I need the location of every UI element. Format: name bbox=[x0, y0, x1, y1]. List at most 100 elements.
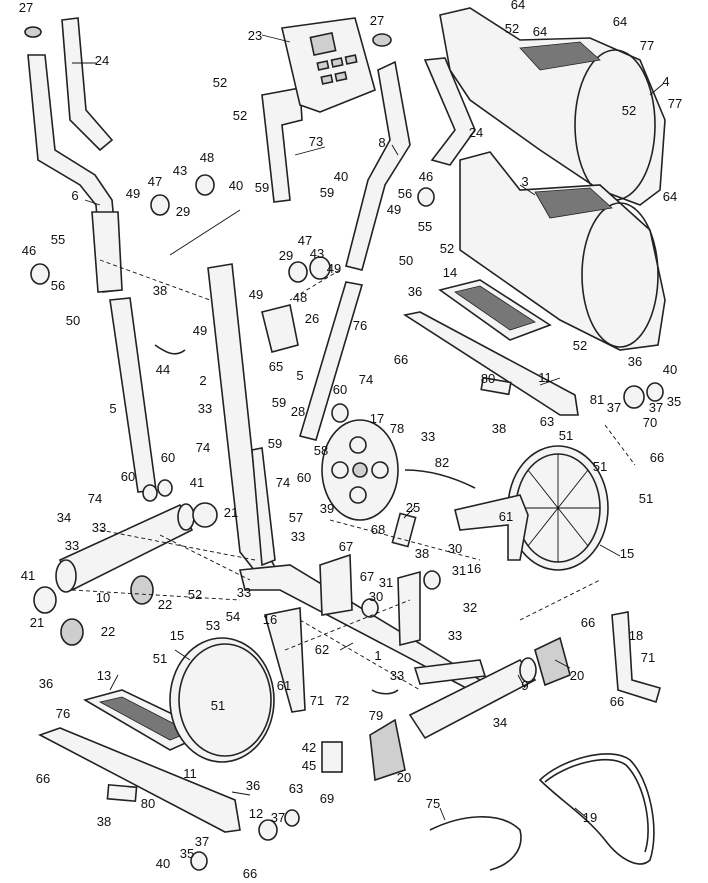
callout-51-2: 51 bbox=[211, 698, 225, 713]
callout-33-8: 33 bbox=[390, 668, 404, 683]
callout-60-1: 60 bbox=[333, 382, 347, 397]
callout-79: 79 bbox=[369, 708, 383, 723]
callout-66-3: 66 bbox=[581, 615, 595, 630]
callout-66-6: 66 bbox=[243, 866, 257, 881]
callout-11-1: 11 bbox=[538, 370, 552, 385]
callout-15-1: 15 bbox=[170, 628, 184, 643]
main-frame bbox=[238, 553, 487, 691]
callout-80-2: 80 bbox=[141, 796, 155, 811]
callout-5-1: 5 bbox=[109, 401, 116, 416]
callout-75: 75 bbox=[426, 796, 440, 811]
wire-82 bbox=[404, 469, 476, 489]
callout-65: 65 bbox=[269, 359, 283, 374]
callout-74-4: 74 bbox=[88, 491, 102, 506]
front-stabilizer bbox=[58, 503, 194, 592]
callout-57: 57 bbox=[289, 510, 303, 525]
callout-4: 4 bbox=[662, 74, 669, 89]
callout-69: 69 bbox=[320, 791, 334, 806]
callout-leaders bbox=[72, 34, 664, 821]
callout-52-5: 52 bbox=[440, 241, 454, 256]
idler-bracket-lower bbox=[263, 607, 306, 713]
callout-29-1: 29 bbox=[176, 204, 190, 219]
end-cap-left bbox=[24, 26, 42, 38]
callout-60-4: 60 bbox=[297, 470, 311, 485]
callout-14: 14 bbox=[443, 265, 457, 280]
callout-27-2: 27 bbox=[370, 13, 384, 28]
callout-54: 54 bbox=[226, 609, 240, 624]
pedal-arm-right bbox=[402, 311, 579, 416]
callout-37-4: 37 bbox=[195, 834, 209, 849]
side-shield-inner bbox=[459, 151, 666, 351]
callout-49-3: 49 bbox=[193, 323, 207, 338]
callout-36-1: 36 bbox=[408, 284, 422, 299]
callout-35-2: 35 bbox=[180, 846, 194, 861]
callout-77-1: 77 bbox=[640, 38, 654, 53]
callout-37-3: 37 bbox=[271, 810, 285, 825]
callout-46-1: 46 bbox=[419, 169, 433, 184]
callout-52-6: 52 bbox=[573, 338, 587, 353]
callout-70: 70 bbox=[643, 415, 657, 430]
callout-82: 82 bbox=[435, 455, 449, 470]
callout-63-1: 63 bbox=[289, 781, 303, 796]
callout-71-2: 71 bbox=[641, 650, 655, 665]
callout-72: 72 bbox=[335, 693, 349, 708]
callout-66-2: 66 bbox=[650, 450, 664, 465]
callout-40-3: 40 bbox=[663, 362, 677, 377]
callout-76-2: 76 bbox=[56, 706, 70, 721]
callout-38-1: 38 bbox=[153, 283, 167, 298]
callout-50-1: 50 bbox=[66, 313, 80, 328]
upright-lower bbox=[251, 447, 276, 567]
callout-22-1: 22 bbox=[158, 597, 172, 612]
callout-15-2: 15 bbox=[620, 546, 634, 561]
callout-56-2: 56 bbox=[398, 186, 412, 201]
callout-40-2: 40 bbox=[334, 169, 348, 184]
callout-81: 81 bbox=[590, 392, 604, 407]
callout-62: 62 bbox=[315, 642, 329, 657]
callout-66-5: 66 bbox=[36, 771, 50, 786]
callout-64-3: 64 bbox=[533, 24, 547, 39]
callout-30-1: 30 bbox=[369, 589, 383, 604]
callout-30-2: 30 bbox=[448, 541, 462, 556]
callout-51-3: 51 bbox=[559, 428, 573, 443]
callout-49-1: 49 bbox=[126, 186, 140, 201]
callout-66-4: 66 bbox=[610, 694, 624, 709]
callout-40-4: 40 bbox=[156, 856, 170, 871]
callout-77-2: 77 bbox=[668, 96, 682, 111]
callout-18: 18 bbox=[629, 628, 643, 643]
callout-43-1: 43 bbox=[173, 163, 187, 178]
callout-47-2: 47 bbox=[298, 233, 312, 248]
wire-harness-75 bbox=[429, 816, 522, 871]
callout-40-1: 40 bbox=[229, 178, 243, 193]
callout-45: 45 bbox=[302, 758, 316, 773]
callout-51-5: 51 bbox=[639, 491, 653, 506]
callout-11-2: 11 bbox=[183, 766, 197, 781]
callout-29-2: 29 bbox=[279, 248, 293, 263]
rear-foot-right bbox=[534, 636, 571, 687]
callout-33-5: 33 bbox=[237, 585, 251, 600]
callout-59-4: 59 bbox=[268, 436, 282, 451]
callout-68: 68 bbox=[371, 522, 385, 537]
callout-38-2: 38 bbox=[492, 421, 506, 436]
callout-64-2: 64 bbox=[613, 14, 627, 29]
callout-52-1: 52 bbox=[213, 75, 227, 90]
callout-52-2: 52 bbox=[233, 108, 247, 123]
callout-20-1: 20 bbox=[397, 770, 411, 785]
wheel-22-upper bbox=[130, 575, 154, 605]
callout-51-4: 51 bbox=[593, 459, 607, 474]
assembly-guide-lines bbox=[71, 259, 636, 691]
callout-52-7: 52 bbox=[188, 587, 202, 602]
callout-38-4: 38 bbox=[97, 814, 111, 829]
callout-22-2: 22 bbox=[101, 624, 115, 639]
idler-bracket-upper bbox=[454, 494, 529, 561]
callout-76-1: 76 bbox=[353, 318, 367, 333]
callout-33-3: 33 bbox=[65, 538, 79, 553]
callout-73: 73 bbox=[309, 134, 323, 149]
callout-47-1: 47 bbox=[148, 174, 162, 189]
crank-disc-left bbox=[169, 637, 275, 763]
callout-27-1: 27 bbox=[19, 0, 33, 15]
callout-74-3: 74 bbox=[276, 475, 290, 490]
callout-50-2: 50 bbox=[399, 253, 413, 268]
callout-74-2: 74 bbox=[196, 440, 210, 455]
drive-belt bbox=[538, 753, 655, 865]
callout-24-1: 24 bbox=[95, 53, 109, 68]
